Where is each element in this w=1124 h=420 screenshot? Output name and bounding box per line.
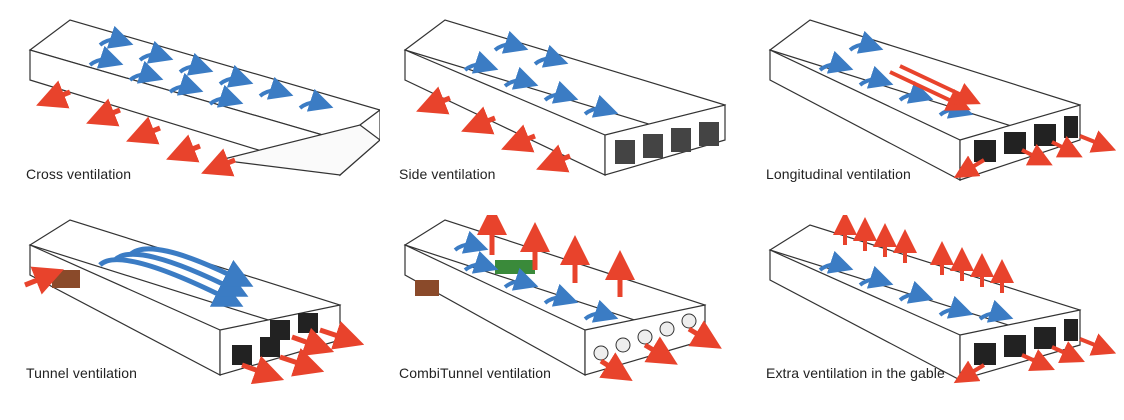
caption-longitudinal-ventilation: Longitudinal ventilation: [766, 166, 911, 182]
caption-tunnel-ventilation: Tunnel ventilation: [26, 365, 138, 381]
heater-unit: [52, 270, 80, 288]
barn-combitunnel-ventilation-illustration: [403, 215, 722, 382]
panel-longitudinal-ventilation: Longitudinal ventilation: [760, 10, 1120, 210]
barn-tunnel-ventilation-illustration: [24, 219, 365, 385]
heater-unit: [415, 280, 439, 296]
control-unit: [495, 260, 535, 274]
panel-gable-ventilation: Extra ventilation in the gable: [760, 215, 1120, 415]
barn-longitudinal-ventilation-illustration: [768, 19, 1117, 181]
barn-cross-ventilation-illustration: [28, 19, 380, 177]
panel-tunnel-ventilation: Tunnel ventilation: [20, 215, 380, 415]
panel-side-ventilation: Side ventilation: [395, 10, 755, 210]
caption-gable-ventilation: Extra ventilation in the gable: [766, 365, 945, 381]
caption-side-ventilation: Side ventilation: [399, 166, 496, 182]
barn-gable-ventilation-illustration: [768, 215, 1117, 384]
panel-cross-ventilation: Cross ventilation: [20, 10, 380, 210]
panel-combitunnel-ventilation: CombiTunnel ventilation: [395, 215, 755, 415]
caption-combitunnel-ventilation: CombiTunnel ventilation: [399, 365, 551, 381]
caption-cross-ventilation: Cross ventilation: [26, 166, 132, 182]
barn-side-ventilation-illustration: [403, 19, 727, 176]
